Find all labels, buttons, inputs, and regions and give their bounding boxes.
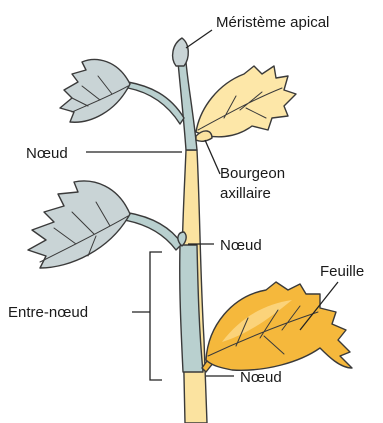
label-axillary-bud-line1: Bourgeon [220,165,285,182]
label-internode: Entre-nœud [8,304,88,321]
middle-left-leaf [28,181,130,268]
middle-left-petiole [124,212,182,250]
label-node-middle: Nœud [220,237,262,254]
upper-left-petiole [128,82,184,124]
label-leaf: Feuille [320,263,364,280]
label-axillary-bud-line2: axillaire [220,185,271,202]
label-node-lower: Nœud [240,369,282,386]
upper-right-leaf [196,66,296,137]
label-node-upper: Nœud [26,145,68,162]
internode-bracket [150,252,162,380]
apical-bud [173,38,189,66]
label-apical-meristem: Méristème apical [216,14,329,31]
leader-apical-meristem [186,30,212,48]
leader-axillary-bud [205,140,220,174]
stem-upper [178,62,197,150]
